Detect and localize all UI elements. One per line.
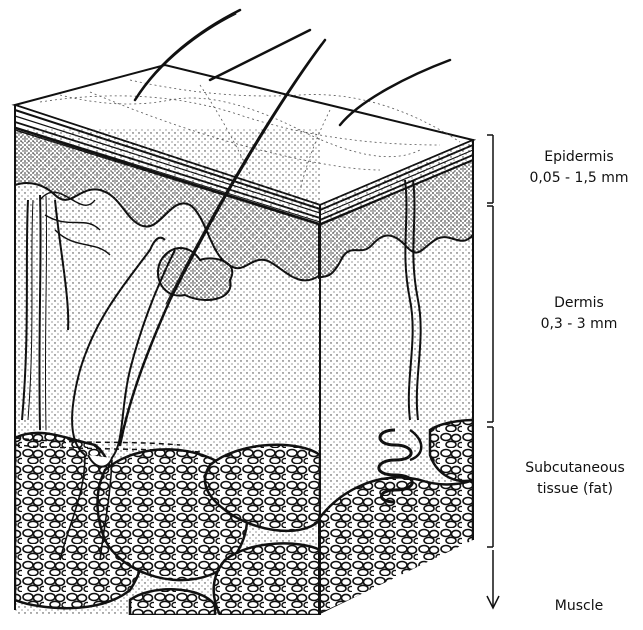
layer-bracket-epidermis <box>487 135 493 203</box>
layer-bracket-subcutaneous <box>487 427 493 547</box>
label-epidermis: Epidermis 0,05 - 1,5 mm <box>521 147 637 189</box>
epidermis-thickness: 0,05 - 1,5 mm <box>521 168 637 189</box>
front-face <box>15 128 320 618</box>
side-face <box>318 140 478 620</box>
layer-bracket-dermis <box>487 206 493 422</box>
subcutaneous-name-line2: tissue (fat) <box>507 479 643 500</box>
label-subcutaneous: Subcutaneous tissue (fat) <box>507 458 643 500</box>
muscle-down-arrow-icon <box>487 550 499 608</box>
dermis-thickness: 0,3 - 3 mm <box>521 314 637 335</box>
label-dermis: Dermis 0,3 - 3 mm <box>521 293 637 335</box>
subcutaneous-name-line1: Subcutaneous <box>507 458 643 479</box>
epidermis-name: Epidermis <box>521 147 637 168</box>
label-muscle: Muscle <box>521 596 637 617</box>
muscle-name: Muscle <box>521 596 637 617</box>
dermis-name: Dermis <box>521 293 637 314</box>
